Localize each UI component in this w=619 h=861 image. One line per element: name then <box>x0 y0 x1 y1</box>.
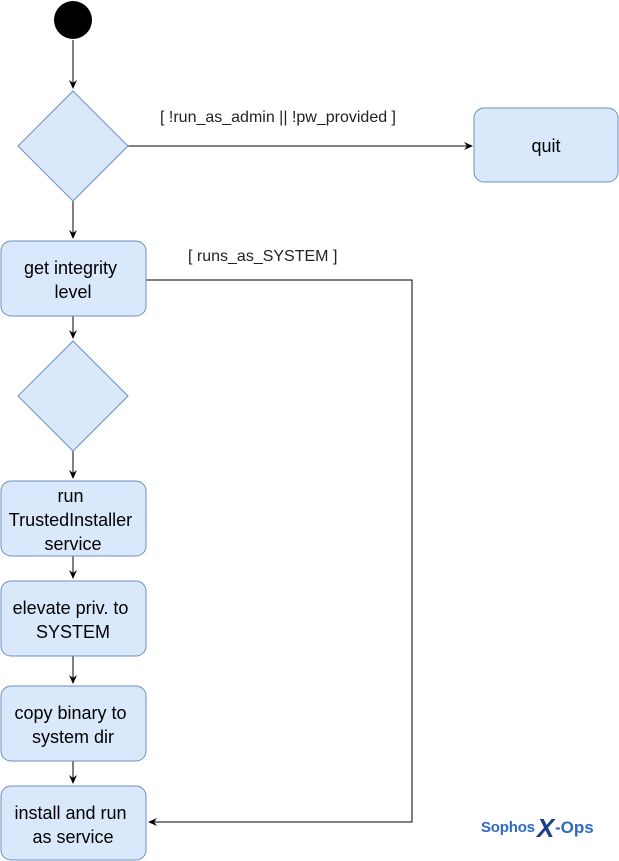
node-get-integrity-line2: level <box>54 282 91 302</box>
start-node <box>54 1 92 39</box>
node-get-integrity-box <box>0 240 147 317</box>
guard-admin-label: [ !run_as_admin || !pw_provided ] <box>160 109 396 126</box>
node-copy-binary-box <box>0 685 147 762</box>
node-install-run-line1: install and run <box>14 803 126 823</box>
sophos-xops-logo: Sophos X -Ops <box>481 813 603 843</box>
node-quit-label: quit <box>531 136 560 156</box>
logo-x-mark: X <box>537 813 555 843</box>
node-run-ti-line2: TrustedInstaller <box>9 510 132 530</box>
node-quit-box <box>473 107 619 183</box>
node-get-integrity-label: get integrity level <box>24 258 122 302</box>
node-elevate-box <box>0 580 147 657</box>
node-copy-binary-line2: system dir <box>32 727 114 747</box>
node-install-run-box <box>0 785 147 861</box>
logo-sophos-text: Sophos <box>481 819 535 836</box>
node-elevate-line2: SYSTEM <box>36 622 110 642</box>
node-run-ti-label: run TrustedInstaller service <box>9 486 137 554</box>
logo-ops-text: -Ops <box>555 818 594 837</box>
edge-integrity-install-system <box>146 279 413 826</box>
node-get-integrity-line1: get integrity <box>24 258 117 278</box>
decision-admin <box>17 90 129 202</box>
node-run-ti-line1: run <box>57 486 83 506</box>
node-install-run-label: install and run as service <box>14 803 131 847</box>
node-run-ti-line3: service <box>44 534 101 554</box>
node-install-run-line2: as service <box>32 827 113 847</box>
node-copy-binary-label: copy binary to system dir <box>14 703 131 747</box>
node-copy-binary-line1: copy binary to <box>14 703 126 723</box>
node-elevate-line1: elevate priv. to <box>13 598 129 618</box>
decision-system <box>17 340 129 452</box>
guard-system-label: [ runs_as_SYSTEM ] <box>188 248 337 265</box>
node-run-ti-box <box>0 480 147 557</box>
node-elevate-label: elevate priv. to SYSTEM <box>13 598 134 642</box>
